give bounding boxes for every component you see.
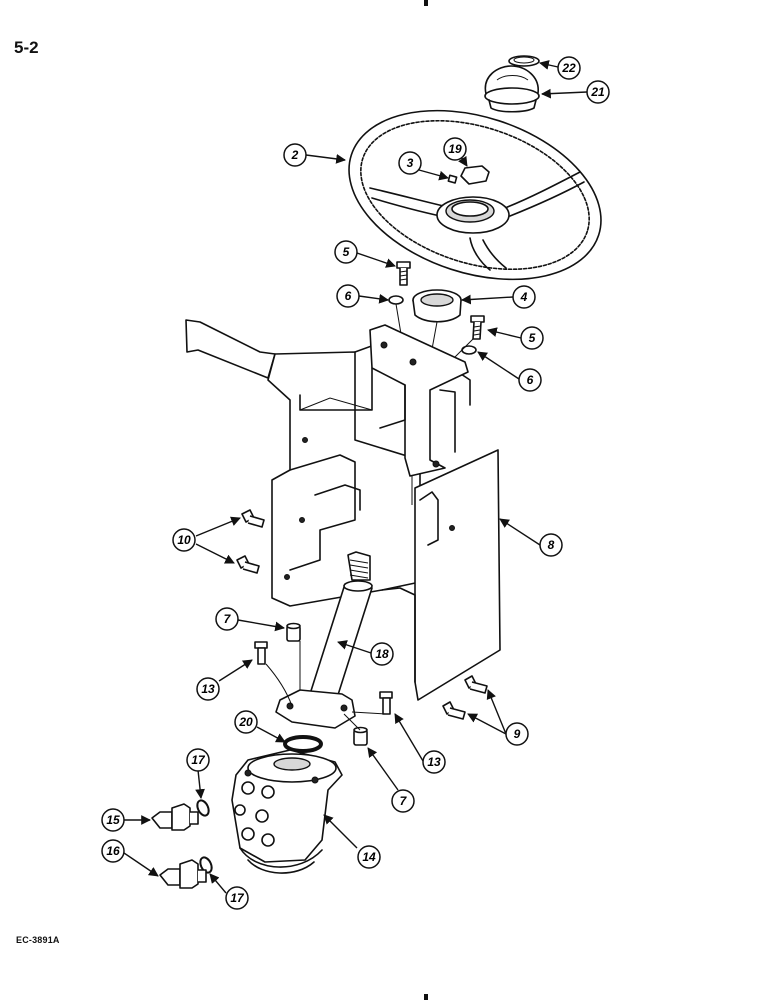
page-number-label: 5-2 — [14, 38, 39, 57]
scan-mark-top — [424, 0, 428, 6]
scan-mark-bottom — [424, 994, 428, 1000]
part-console-frame — [185, 319, 501, 701]
svg-text:16: 16 — [106, 844, 120, 858]
svg-text:17: 17 — [191, 753, 206, 767]
svg-text:18: 18 — [375, 647, 389, 661]
svg-text:8: 8 — [548, 538, 555, 552]
callout-2: 2 — [283, 143, 307, 167]
part-bolt-right — [470, 315, 485, 340]
part-o-ring — [283, 735, 323, 753]
svg-text:9: 9 — [514, 727, 521, 741]
callout-6-upper: 6 — [336, 284, 360, 308]
part-horn-cap — [484, 65, 540, 113]
callout-18: 18 — [370, 642, 394, 666]
svg-text:14: 14 — [362, 850, 376, 864]
part-fitting-lower — [159, 859, 207, 889]
part-steering-column — [275, 551, 373, 729]
callout-13-right: 13 — [422, 750, 446, 774]
part-bearing-ring — [412, 289, 462, 323]
leader-lines — [123, 60, 588, 894]
part-seal-lower — [199, 856, 213, 874]
part-nut — [460, 165, 490, 185]
part-bolt-column-right — [379, 691, 393, 715]
svg-text:21: 21 — [590, 85, 605, 99]
svg-text:10: 10 — [177, 533, 191, 547]
part-bolts-frame — [236, 509, 265, 574]
part-seal-upper — [196, 799, 210, 817]
callout-4: 4 — [512, 285, 536, 309]
svg-text:13: 13 — [427, 755, 441, 769]
callout-14: 14 — [357, 845, 381, 869]
column-guide-lines — [265, 641, 387, 731]
svg-text:22: 22 — [561, 61, 576, 75]
part-bolt-column-left — [254, 641, 268, 665]
part-bolts-side — [442, 675, 488, 720]
svg-text:3: 3 — [407, 156, 414, 170]
callout-6-lower: 6 — [518, 368, 542, 392]
drawing-reference-code: EC-3891A — [16, 935, 60, 945]
svg-text:19: 19 — [448, 142, 462, 156]
svg-text:13: 13 — [201, 682, 215, 696]
callout-7-lower: 7 — [391, 789, 415, 813]
part-spacer-lower — [353, 726, 368, 746]
part-fitting-upper — [151, 803, 199, 831]
callout-8: 8 — [539, 533, 563, 557]
callout-13-left: 13 — [196, 677, 220, 701]
callout-17-upper: 17 — [186, 748, 210, 772]
svg-text:5: 5 — [529, 331, 536, 345]
svg-text:20: 20 — [238, 715, 253, 729]
svg-text:7: 7 — [224, 612, 232, 626]
svg-text:7: 7 — [400, 794, 408, 808]
svg-text:5: 5 — [343, 245, 350, 259]
svg-text:15: 15 — [106, 813, 120, 827]
svg-text:6: 6 — [527, 373, 534, 387]
part-steering-motor — [231, 749, 343, 874]
callout-5-upper: 5 — [334, 240, 358, 264]
part-steering-wheel — [348, 109, 602, 281]
svg-text:17: 17 — [230, 891, 245, 905]
part-key — [447, 174, 458, 184]
callout-20: 20 — [234, 710, 258, 734]
svg-text:4: 4 — [520, 290, 528, 304]
part-spacer-upper — [286, 622, 301, 642]
callout-19: 19 — [443, 137, 467, 161]
callout-22: 22 — [557, 56, 581, 80]
callout-7-upper: 7 — [215, 607, 239, 631]
part-bolt-upper-left — [396, 261, 411, 286]
callout-3: 3 — [398, 151, 422, 175]
callout-21: 21 — [586, 80, 610, 104]
svg-text:2: 2 — [291, 148, 299, 162]
callout-15: 15 — [101, 808, 125, 832]
callout-16: 16 — [101, 839, 125, 863]
part-cap-insert — [508, 55, 540, 67]
callout-9: 9 — [505, 722, 529, 746]
callout-17-lower: 17 — [225, 886, 249, 910]
part-washer-left — [388, 295, 404, 305]
callout-10: 10 — [172, 528, 196, 552]
svg-text:6: 6 — [345, 289, 352, 303]
callout-5-lower: 5 — [520, 326, 544, 350]
